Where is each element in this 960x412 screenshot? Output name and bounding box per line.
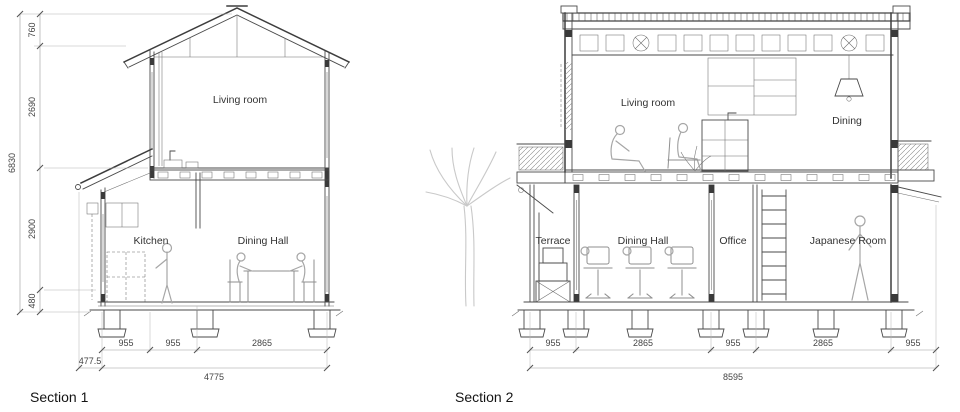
dim-seg-2900: 2900	[27, 219, 37, 239]
section2-floor-and-foundation	[511, 301, 924, 338]
section2-upper-interior	[680, 55, 864, 172]
dim-bay-2865-1: 2865	[633, 338, 653, 348]
roof-joint-symbol-icon	[632, 34, 650, 52]
dim-total-4775: 4775	[204, 372, 224, 382]
section2-right-balcony	[897, 140, 942, 203]
section1-walls	[149, 49, 330, 307]
section1-second-floor-slab	[149, 167, 330, 181]
dim-bay-2865: 2865	[252, 338, 272, 348]
section1-title: Section 1	[30, 389, 89, 405]
section2-lower-figures	[848, 215, 872, 301]
dim-bay-955-3: 955	[905, 338, 920, 348]
seated-person-icon	[296, 252, 306, 262]
section1-kitchen-extension	[75, 147, 154, 307]
section2-left-balcony	[516, 143, 566, 301]
section2-terrace-boxes	[535, 247, 571, 303]
section2-roof	[560, 5, 911, 56]
section1-dining-hall-label: Dining Hall	[238, 235, 289, 247]
dim-seg-480: 480	[27, 293, 37, 308]
section2-upper-figures	[610, 122, 702, 172]
pendant-lamp-icon	[834, 78, 864, 97]
section2-japanese-room-label: Japanese Room	[810, 235, 887, 247]
section1-floor-and-foundation	[83, 301, 344, 338]
section1-kitchen-label: Kitchen	[133, 235, 168, 247]
section2-ladder	[761, 189, 787, 301]
section2-office-label: Office	[719, 235, 746, 247]
section2-dining-label: Dining	[832, 115, 862, 127]
seated-person-icon	[236, 252, 246, 262]
section1-horizontal-dimensions: 955 955 2865 477.5 4775	[75, 192, 331, 382]
roof-joint-symbol-icon	[840, 34, 858, 52]
chair-icon	[664, 246, 697, 299]
section2-living-room-label: Living room	[621, 97, 676, 109]
section1-roof	[122, 5, 351, 69]
dim-bay-955a: 955	[118, 338, 133, 348]
dim-bay-955-1: 955	[545, 338, 560, 348]
dim-total-8595: 8595	[723, 372, 743, 382]
tree-sketch	[425, 147, 511, 307]
section1-living-room-label: Living room	[213, 94, 268, 106]
lounging-person-icon	[614, 124, 626, 136]
gutter-icon	[75, 184, 81, 190]
section1-figures	[155, 242, 306, 304]
section2-title: Section 2	[455, 389, 514, 405]
dim-bay-955b: 955	[165, 338, 180, 348]
section1-vertical-dimensions: 6830 760 2690 2900 480	[7, 10, 232, 316]
dim-total-height: 6830	[7, 153, 17, 173]
section1-bath-fixtures	[163, 150, 199, 169]
dim-bay-955-2: 955	[725, 338, 740, 348]
section2-mid-slab	[564, 169, 899, 184]
chair-icon	[580, 246, 613, 299]
dim-seg-760: 760	[27, 22, 37, 37]
section2-dining-hall-label: Dining Hall	[618, 235, 669, 247]
meter-box-icon	[86, 202, 99, 215]
section2-drawing: Living room Dining Terrace Dining Hall O…	[511, 5, 942, 338]
dim-offset-477-5: 477.5	[79, 356, 102, 366]
seated-person-icon	[677, 122, 689, 134]
section2-terrace-label: Terrace	[535, 235, 570, 247]
dim-bay-2865-2: 2865	[813, 338, 833, 348]
section1-drawing: Living room Kitchen Dining Hall	[75, 5, 351, 338]
standing-person-icon	[854, 215, 866, 227]
section2-lower-walls	[529, 184, 899, 303]
chair-icon	[622, 246, 655, 299]
dim-seg-2690: 2690	[27, 97, 37, 117]
gutter-icon	[518, 187, 524, 193]
section1-dining-furniture	[227, 259, 317, 303]
section2-horizontal-dimensions: 955 2865 955 2865 955 8595	[526, 205, 940, 382]
section2-dining-chairs	[580, 246, 697, 299]
